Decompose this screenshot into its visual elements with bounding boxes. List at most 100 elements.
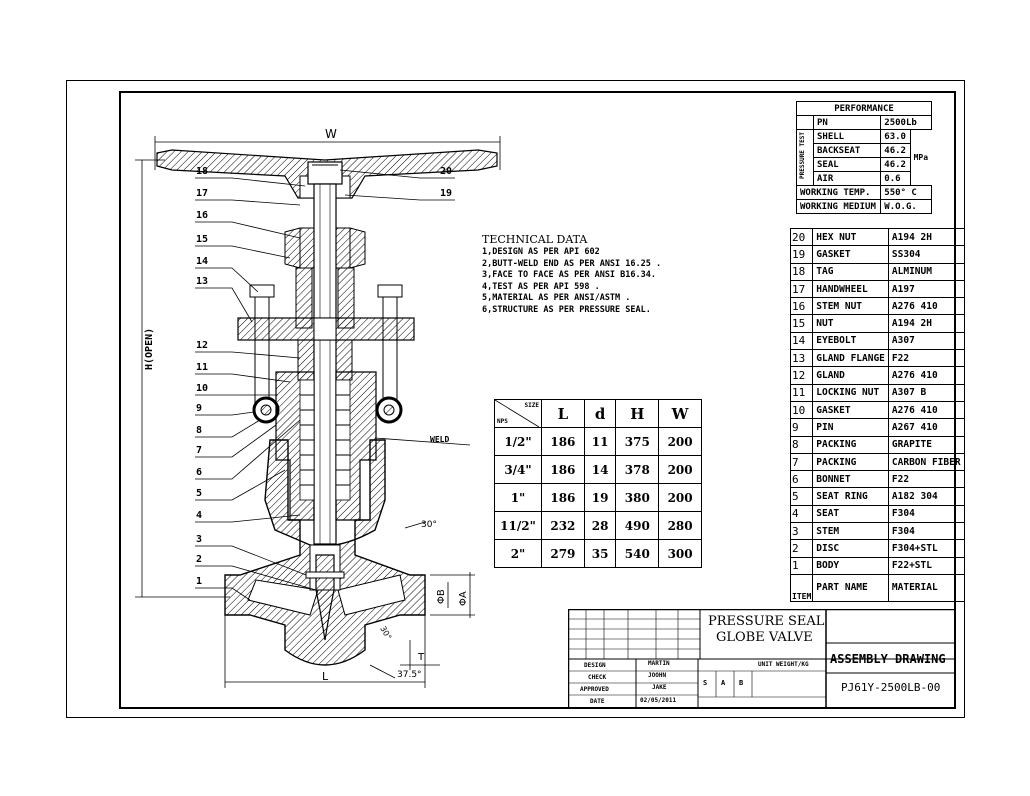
unit-weight-label: UNIT WEIGHT/KG	[758, 661, 809, 668]
cell: 35	[583, 539, 617, 568]
part-material: ALMINUM	[887, 262, 965, 281]
title-block: PRESSURE SEAL GLOBE VALVE ASSEMBLY DRAWI…	[568, 609, 956, 709]
callout-6: 6	[196, 467, 203, 478]
material-header: MATERIAL	[887, 573, 965, 602]
part-name: EYEBOLT	[812, 331, 889, 351]
technical-data: TECHNICAL DATA 1,DESIGN AS PER API 602 2…	[482, 234, 661, 314]
temp-label: WORKING TEMP.	[795, 185, 882, 200]
callout-18: 18	[196, 166, 209, 177]
cell: 2"	[494, 539, 542, 568]
drawing-type: ASSEMBLY DRAWING	[830, 652, 946, 666]
role-date: DATE	[590, 698, 605, 705]
part-name: DISC	[812, 539, 889, 558]
part-name: STEM NUT	[812, 297, 889, 316]
part-material: A276 410	[887, 366, 965, 385]
part-name: HEX NUT	[812, 227, 889, 247]
part-name: PACKING	[812, 452, 889, 472]
callout-4: 4	[196, 510, 203, 521]
tech-line-5: 5,MATERIAL AS PER ANSI/ASTM .	[482, 293, 631, 303]
seal-label: SEAL	[812, 157, 882, 172]
part-name: GASKET	[812, 245, 889, 264]
pn-label: PN	[812, 115, 882, 130]
part-material: F22	[887, 470, 965, 489]
dim-t-label: T	[417, 652, 425, 663]
part-number: 5	[789, 487, 814, 506]
part-name: BODY	[812, 556, 889, 575]
part-number: 6	[789, 470, 814, 489]
name-date: 02/05/2011	[640, 697, 677, 704]
part-material: CARBON FIBER	[887, 452, 965, 472]
part-material: F304+STL	[887, 539, 965, 558]
name-design: MARTIN	[648, 660, 670, 667]
part-name-header: PART NAME	[812, 573, 889, 602]
cell: 186	[541, 455, 585, 484]
air-label: AIR	[812, 171, 882, 186]
callout-1: 1	[196, 576, 203, 587]
cell: 3/4"	[494, 455, 542, 484]
angle-30-bottom: 30°	[378, 625, 393, 642]
cell: 490	[615, 511, 660, 540]
size-table-corner: SIZE NPS	[494, 399, 542, 428]
angle-375: 37.5°	[397, 670, 422, 680]
callout-20: 20	[440, 166, 453, 177]
cell: 378	[615, 455, 660, 484]
name-approved: JAKE	[652, 684, 667, 691]
dim-h-label: H(OPEN)	[144, 328, 155, 370]
part-material: A307 B	[887, 383, 965, 402]
part-material: F22+STL	[887, 556, 965, 575]
part-name: TAG	[812, 262, 889, 281]
backseat-label: BACKSEAT	[812, 143, 882, 158]
part-name: BONNET	[812, 470, 889, 489]
part-number: 9	[789, 418, 814, 437]
callout-10: 10	[196, 383, 209, 394]
dim-w-label: W	[325, 127, 337, 141]
outer-border	[66, 80, 965, 718]
cell: 279	[541, 539, 585, 568]
cell: 19	[583, 483, 617, 512]
air-value: 0.6	[880, 171, 911, 186]
callout-16: 16	[196, 210, 209, 221]
revision-grid	[568, 609, 956, 709]
part-number: 15	[789, 314, 814, 333]
tech-line-2: 2,BUTT-WELD END AS PER ANSI 16.25 .	[482, 258, 662, 269]
shell-value: 63.0	[880, 129, 911, 144]
shell-label: SHELL	[812, 129, 882, 144]
part-name: GLAND FLANGE	[812, 349, 889, 368]
header-w: W	[658, 399, 702, 428]
part-material: F304	[887, 504, 965, 524]
medium-label: WORKING MEDIUM	[795, 199, 882, 214]
sheet-mark-b: B	[739, 679, 744, 687]
part-number: 7	[789, 452, 814, 472]
part-number: 8	[789, 435, 814, 454]
part-name: LOCKING NUT	[812, 383, 889, 402]
item-header: ITEM	[789, 573, 814, 602]
part-name: STEM	[812, 522, 889, 541]
dim-l-label: L	[322, 670, 329, 683]
dim-b-label: ΦB	[436, 589, 447, 604]
callout-2: 2	[196, 554, 203, 565]
callout-12: 12	[196, 340, 209, 351]
part-name: NUT	[812, 314, 889, 333]
cell: 380	[615, 483, 660, 512]
cell: 200	[658, 427, 702, 456]
callout-5: 5	[196, 488, 203, 499]
cell: 1/2"	[494, 427, 542, 456]
part-number: 3	[789, 522, 814, 541]
callout-19: 19	[440, 188, 453, 199]
drawing-number: PJ61Y-2500LB-00	[841, 681, 941, 694]
part-number: 19	[789, 245, 814, 264]
